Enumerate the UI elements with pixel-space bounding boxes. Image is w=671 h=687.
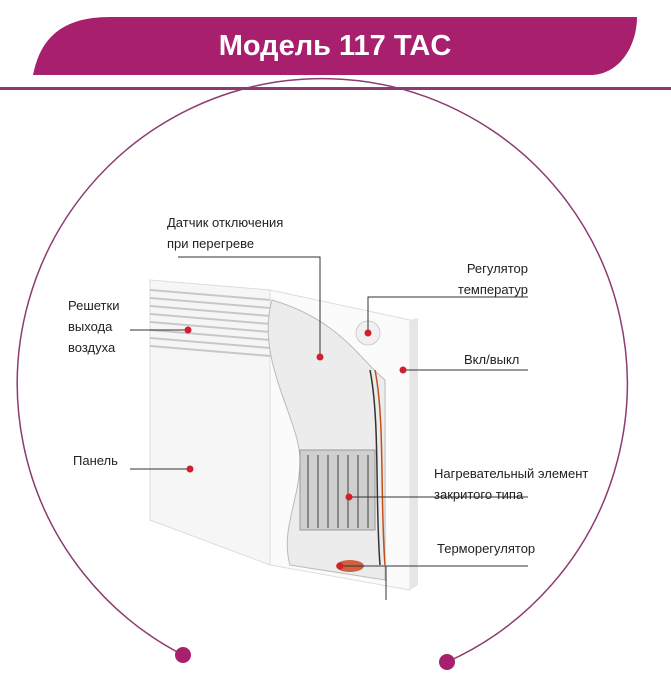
page-title: Модель 117 TAC xyxy=(218,29,452,62)
radiator-illustration xyxy=(149,279,418,591)
leader-lines xyxy=(130,256,528,600)
label-thermostat: Терморегулятор xyxy=(437,541,536,556)
circle-arc xyxy=(16,77,629,663)
label-line: Датчик отключения xyxy=(167,215,284,230)
arc-end-dot-left xyxy=(175,647,191,663)
label-line: Регулятор xyxy=(466,261,528,276)
label-on-off-switch: Вкл/выкл xyxy=(464,352,520,367)
label-temperature-regulator: Регулятор температур xyxy=(450,258,528,300)
label-line: выхода xyxy=(68,319,113,334)
arc-end-dot-right xyxy=(439,654,455,670)
title-banner xyxy=(33,17,637,75)
header-rule xyxy=(0,87,671,90)
label-line: воздуха xyxy=(68,340,116,355)
label-heating-element: Нагревательный элемент закритого типа xyxy=(434,463,588,505)
label-line: при перегреве xyxy=(167,236,255,251)
label-overheat-sensor: Датчик отключения при перегреве xyxy=(167,212,283,254)
marker-dots xyxy=(184,326,407,570)
label-line: Решетки xyxy=(68,298,120,313)
label-line: закритого типа xyxy=(434,487,524,502)
label-panel: Панель xyxy=(73,453,118,468)
label-line: температур xyxy=(457,282,528,297)
label-air-grilles: Решетки выхода воздуха xyxy=(68,295,119,358)
label-line: Нагревательный элемент xyxy=(434,466,589,481)
